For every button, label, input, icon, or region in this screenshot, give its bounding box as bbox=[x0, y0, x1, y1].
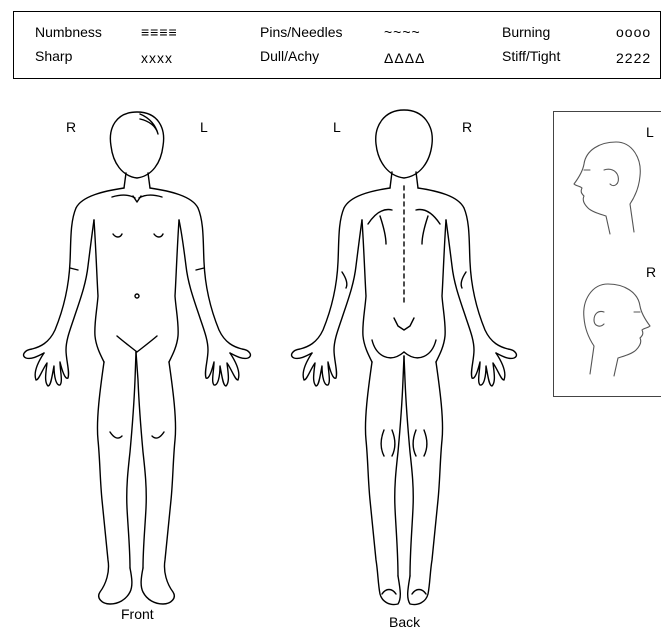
front-body-figure bbox=[24, 112, 251, 604]
front-caption: Front bbox=[121, 606, 154, 622]
back-body-figure bbox=[292, 110, 517, 605]
back-caption: Back bbox=[389, 614, 420, 630]
head-profile-right-side bbox=[584, 284, 650, 376]
head-views-panel: L R bbox=[553, 111, 661, 397]
head-profile-left-side bbox=[574, 142, 640, 234]
head-profiles bbox=[554, 112, 661, 397]
